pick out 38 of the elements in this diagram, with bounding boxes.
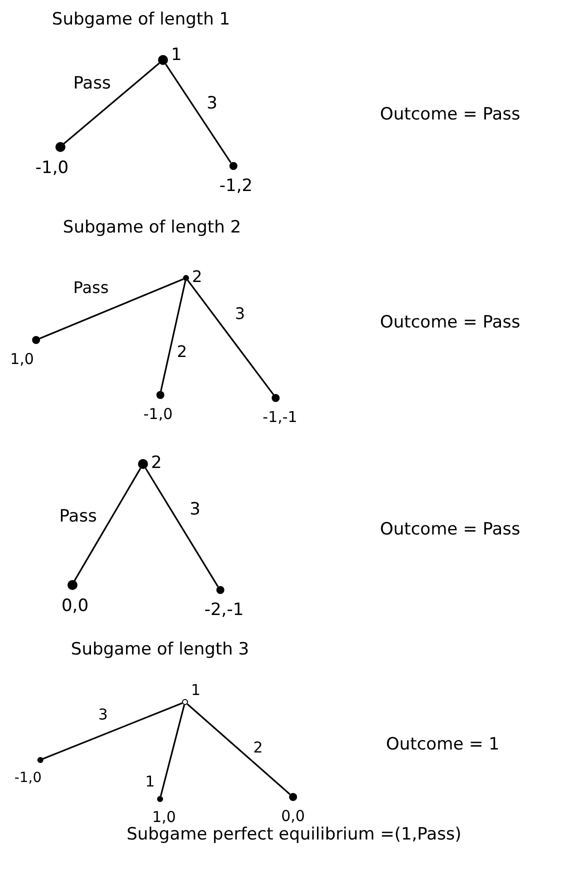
- branch-line: [160, 280, 186, 392]
- edge-label: 2: [252, 740, 264, 756]
- payoff-label: -1,-1: [262, 410, 298, 425]
- outcome-text: Outcome = 1: [386, 736, 500, 754]
- edge-label: 3: [234, 306, 246, 322]
- section-heading: Subgame of length 1: [52, 12, 230, 28]
- payoff-label: 0,0: [281, 809, 305, 824]
- branch-line: [165, 64, 232, 164]
- branch-line: [160, 704, 186, 796]
- outcome-text: Outcome = Pass: [380, 314, 520, 332]
- payoff-label: -1,0: [143, 407, 173, 422]
- section-heading: Subgame of length 2: [62, 220, 242, 236]
- player-label: 1: [171, 47, 182, 64]
- edge-label: Pass: [72, 280, 110, 296]
- payoff-label: -1,0: [14, 771, 42, 785]
- payoff-label: -2,-1: [204, 602, 244, 619]
- edge-label: 3: [97, 708, 109, 722]
- player-label: 2: [192, 269, 202, 285]
- payoff-label: 1,0: [152, 810, 176, 825]
- outcome-text: Outcome = Pass: [380, 106, 520, 124]
- branch-line: [39, 278, 184, 340]
- branch-line: [187, 280, 274, 396]
- edge-label: 2: [176, 344, 188, 360]
- player-label: 2: [151, 455, 162, 472]
- outcome-text: Outcome = Pass: [380, 522, 520, 538]
- section-heading: Subgame perfect equilibrium =(1,Pass): [126, 826, 462, 844]
- edge-label: 1: [144, 774, 156, 790]
- branch-line: [186, 703, 291, 795]
- branch-line: [63, 62, 160, 144]
- player-label: 1: [191, 683, 201, 698]
- payoff-label: -1,2: [219, 178, 253, 195]
- branch-line: [144, 468, 219, 587]
- payoff-label: -1,0: [35, 160, 69, 177]
- branch-line: [74, 468, 142, 582]
- section-heading: Subgame of length 3: [70, 642, 250, 658]
- payoff-label: 0,0: [61, 598, 89, 615]
- payoff-label: 1,0: [10, 352, 34, 367]
- branch-line: [42, 702, 183, 760]
